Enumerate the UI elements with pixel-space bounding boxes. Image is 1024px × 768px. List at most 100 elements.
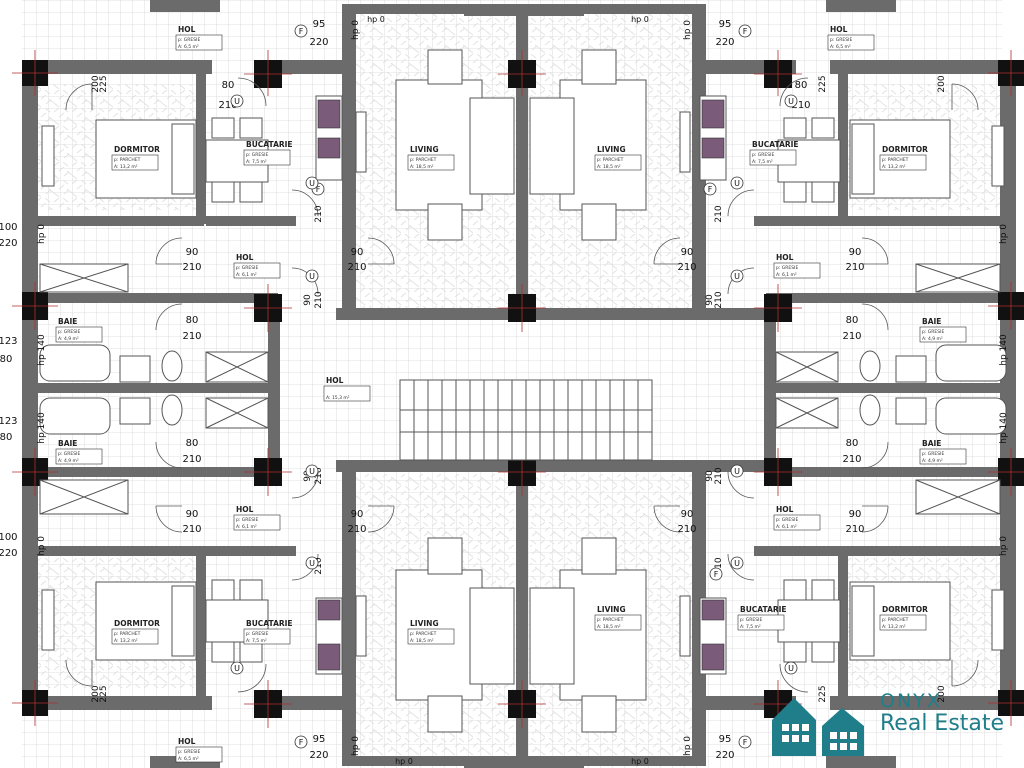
dimension-label: 80 — [846, 315, 859, 326]
house-logo-icon — [772, 698, 864, 756]
u-symbol-icon: U — [784, 661, 798, 675]
u-symbol-icon: U — [730, 176, 744, 190]
vertical-dimension-label: hp 0 — [351, 20, 361, 40]
room-name: BUCATARIE — [246, 619, 293, 628]
dimension-label: 95 — [719, 734, 732, 745]
dimension-label: 220 — [0, 548, 18, 559]
level-mark: hp 0 — [395, 757, 413, 766]
room-area: A: 13,2 m² — [114, 638, 138, 644]
room-floor: p: GRESIE — [178, 749, 200, 755]
dimension-label: 80 — [222, 80, 235, 91]
dimension-label: 210 — [347, 262, 366, 273]
room-info-box — [243, 149, 291, 166]
symbol-letter: U — [234, 664, 240, 673]
u-symbol-icon: U — [230, 661, 244, 675]
room-floor: p: PARCHET — [410, 631, 437, 637]
room-info-box — [233, 514, 281, 531]
f-symbol-icon: F — [703, 182, 717, 196]
room-name: HOL — [830, 25, 848, 34]
room-info-box — [243, 628, 291, 645]
symbol-letter: F — [299, 738, 304, 747]
dimension-label: 210 — [182, 454, 201, 465]
room-area: A: 18,5 m² — [597, 164, 621, 170]
room-info-box — [879, 614, 927, 631]
room-area: A: 6,5 m² — [178, 756, 199, 762]
symbol-letter: U — [734, 559, 740, 568]
u-symbol-icon: U — [730, 464, 744, 478]
room-info-box — [55, 326, 103, 343]
room-info-box — [111, 154, 159, 171]
dimension-label: 80 — [846, 438, 859, 449]
dimension-label: 123 — [0, 416, 18, 427]
vertical-dimension-label: hp 140 — [37, 412, 47, 444]
dimension-label: 100 — [0, 532, 18, 543]
room-name: HOL — [776, 253, 794, 262]
room-area: A: 6,5 m² — [830, 44, 851, 50]
level-mark: hp 0 — [367, 15, 385, 24]
room-name: BUCATARIE — [740, 605, 787, 614]
room-info-box — [879, 154, 927, 171]
room-floor: p: GRESIE — [776, 265, 798, 271]
room-floor: p: GRESIE — [58, 329, 80, 335]
room-name: BAIE — [922, 317, 941, 326]
room-floor: p: GRESIE — [236, 517, 258, 523]
room-area: A: 6,1 m² — [776, 524, 797, 530]
room-name: HOL — [326, 376, 344, 385]
vertical-dimension-label: hp 0 — [999, 224, 1009, 244]
u-symbol-icon: U — [730, 269, 744, 283]
vertical-dimension-label: hp 0 — [683, 736, 693, 756]
room-area: A: 7,5 m² — [246, 159, 267, 165]
dimension-label: 210 — [182, 262, 201, 273]
dimension-label: 90 — [186, 509, 199, 520]
vertical-dimension-label: hp 0 — [37, 224, 47, 244]
room-area: A: 6,1 m² — [236, 524, 257, 530]
symbol-letter: F — [316, 185, 321, 194]
u-symbol-icon: U — [730, 556, 744, 570]
dimension-label: 210 — [845, 524, 864, 535]
vertical-dimension-label: 225 — [99, 75, 109, 92]
dimension-label: 90 — [681, 247, 694, 258]
symbol-letter: U — [309, 559, 315, 568]
symbol-letter: U — [309, 179, 315, 188]
vertical-dimension-label: hp 140 — [999, 412, 1009, 444]
f-symbol-icon: F — [294, 24, 308, 38]
dimension-label: 90 — [351, 509, 364, 520]
dimension-label: 90 — [849, 509, 862, 520]
dimension-label: 123 — [0, 336, 18, 347]
dimension-label: 210 — [842, 331, 861, 342]
room-info-box — [919, 326, 967, 343]
axis-marks — [12, 50, 1024, 728]
room-name: BUCATARIE — [246, 140, 293, 149]
room-info-box — [594, 154, 642, 171]
symbol-letter: U — [234, 97, 240, 106]
f-symbol-icon: F — [738, 24, 752, 38]
room-info-box — [919, 448, 967, 465]
f-symbol-icon: F — [738, 735, 752, 749]
f-symbol-icon: F — [294, 735, 308, 749]
dimension-label: 220 — [715, 750, 734, 761]
room-info-box — [323, 385, 371, 402]
dimension-label: 210 — [218, 100, 237, 111]
dimension-label: 210 — [182, 331, 201, 342]
vertical-dimension-label: 225 — [818, 685, 828, 702]
vertical-dimension-label: 210 — [714, 557, 724, 574]
vertical-dimension-label: 210 — [314, 205, 324, 222]
room-name: LIVING — [410, 619, 439, 628]
room-name: BUCATARIE — [752, 140, 799, 149]
room-floor: p: PARCHET — [882, 617, 909, 623]
dimension-label: 210 — [182, 524, 201, 535]
symbol-letter: U — [788, 97, 794, 106]
room-name: BAIE — [58, 439, 77, 448]
room-name: HOL — [178, 737, 196, 746]
room-info-box — [111, 628, 159, 645]
room-area: A: 13,2 m² — [882, 624, 906, 630]
